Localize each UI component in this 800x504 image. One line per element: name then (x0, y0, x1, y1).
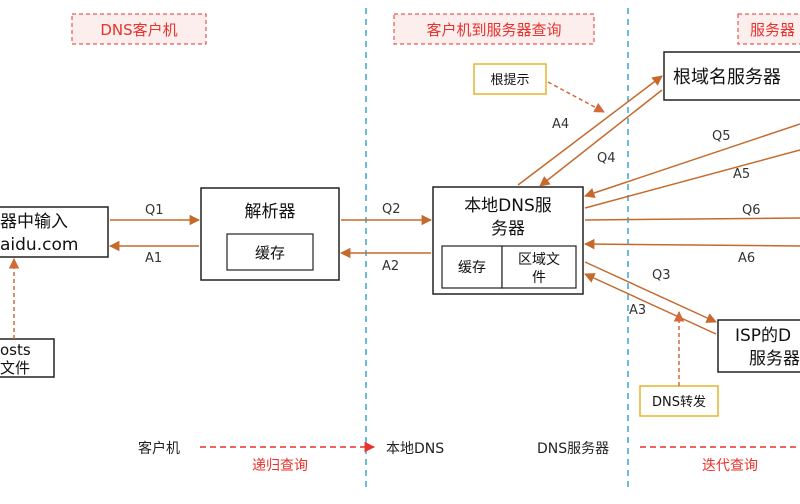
a6-arrow (583, 238, 800, 250)
isp-line2: 服务器 (749, 349, 800, 369)
q6-arrow (584, 217, 800, 221)
q5-arrow (584, 123, 800, 198)
q5-label: Q5 (712, 129, 731, 144)
q3-arrow (584, 261, 717, 323)
footer-iterative: 迭代查询 (702, 458, 758, 474)
a5-label: A5 (733, 167, 750, 182)
hosts-line2: 文件 (0, 359, 30, 377)
local-cache-label: 缓存 (458, 260, 486, 276)
a4-label: A4 (552, 117, 569, 132)
a5-arrow (584, 149, 800, 209)
isp-dns-box: ISP的D 服务器 (717, 319, 800, 373)
dns-forward-note: DNS转发 (639, 385, 719, 417)
local-zone-box (501, 245, 577, 289)
root-hint-label: 根提示 (490, 72, 529, 88)
a1-label: A1 (145, 251, 162, 266)
q3-label: Q3 (652, 268, 671, 283)
local-zone-line1: 区域文 (518, 252, 560, 268)
local-dns-box: 本地DNS服 务器 缓存 区域文 件 (432, 186, 584, 295)
a3-arrow (584, 273, 717, 335)
hosts-box: osts 文件 (0, 338, 55, 378)
root-hint-note: 根提示 (473, 63, 547, 95)
root-hint-arrow (547, 81, 605, 113)
a2-label: A2 (382, 259, 399, 274)
dns-forward-label: DNS转发 (652, 394, 706, 410)
footer-client: 客户机 (138, 440, 180, 457)
browser-line1: 器中输入 (0, 212, 68, 232)
q2-label: Q2 (382, 202, 401, 217)
footer-local-dns: 本地DNS (386, 441, 444, 457)
browser-box: 器中输入 aidu.com (0, 206, 109, 258)
isp-line1: ISP的D (735, 326, 791, 346)
root-server-box: 根域名服务器 (663, 51, 800, 101)
local-dns-line1: 本地DNS服 (464, 196, 552, 216)
section-client: DNS客户机 (71, 13, 207, 45)
resolver-label: 解析器 (245, 202, 296, 222)
footer-dns-server: DNS服务器 (537, 441, 609, 457)
a4-arrow (517, 75, 663, 186)
q1-label: Q1 (145, 203, 164, 218)
browser-line2: aidu.com (0, 235, 78, 255)
a6-label: A6 (738, 251, 755, 266)
resolver-cache-box (226, 233, 314, 271)
section-client-to-server-label: 客户机到服务器查询 (426, 21, 561, 39)
section-client-label: DNS客户机 (100, 21, 177, 39)
section-client-to-server: 客户机到服务器查询 (393, 13, 595, 45)
section-server: 服务器 (737, 13, 800, 45)
local-zone-line2: 件 (532, 270, 546, 286)
local-dns-line2: 务器 (491, 219, 525, 239)
q4-arrow (539, 89, 663, 187)
hosts-line1: osts (0, 341, 31, 359)
footer-recursive: 递归查询 (252, 457, 308, 474)
section-server-label: 服务器 (750, 21, 795, 39)
q4-label: Q4 (597, 151, 616, 166)
q6-label: Q6 (742, 203, 761, 218)
a3-label: A3 (629, 303, 646, 318)
local-cache-box (441, 245, 503, 289)
resolver-box: 解析器 缓存 (200, 187, 340, 281)
root-server-label: 根域名服务器 (673, 67, 781, 88)
resolver-cache-label: 缓存 (255, 244, 285, 262)
